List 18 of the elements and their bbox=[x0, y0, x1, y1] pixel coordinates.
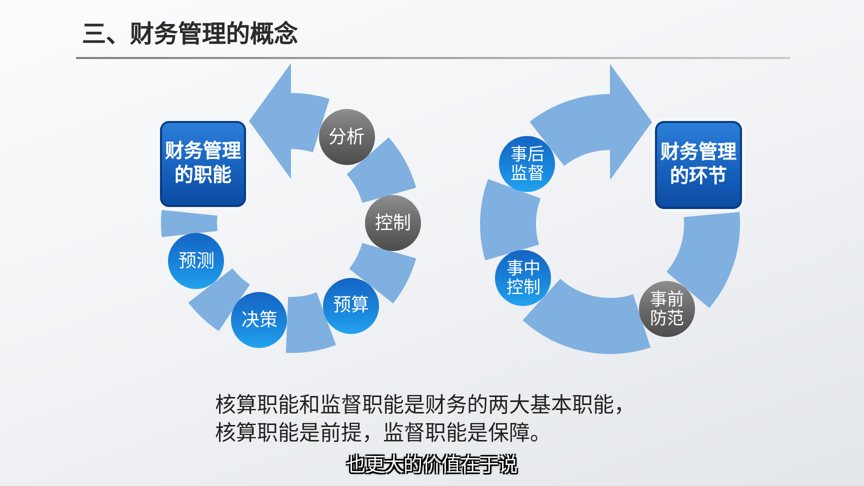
step-name: 事前防范 bbox=[649, 290, 686, 328]
step-name: 事中控制 bbox=[505, 259, 542, 298]
subtitle-caption: 也更大的价值在于说 bbox=[346, 455, 518, 478]
step-name: 决策 bbox=[240, 310, 278, 330]
step-name: 事后监督 bbox=[509, 145, 546, 184]
concept-card bbox=[157, 118, 249, 210]
note-text: 核算职能是前提，监督职能是保障。 bbox=[215, 421, 551, 447]
step-name: 控制 bbox=[374, 212, 412, 234]
step-name: 预测 bbox=[177, 251, 216, 272]
slide-title: 三、财务管理的概念 bbox=[82, 20, 298, 50]
concept-card bbox=[652, 118, 745, 212]
note-text: 核算职能和监督职能是财务的两大基本职能， bbox=[215, 393, 635, 419]
curved-arrow bbox=[249, 63, 328, 179]
step-circle bbox=[365, 195, 421, 251]
card-title: 财务管理的职能 bbox=[164, 140, 242, 188]
step-name: 分析 bbox=[328, 127, 366, 148]
step-name: 预算 bbox=[332, 295, 370, 316]
card-title: 财务管理的环节 bbox=[660, 141, 738, 189]
